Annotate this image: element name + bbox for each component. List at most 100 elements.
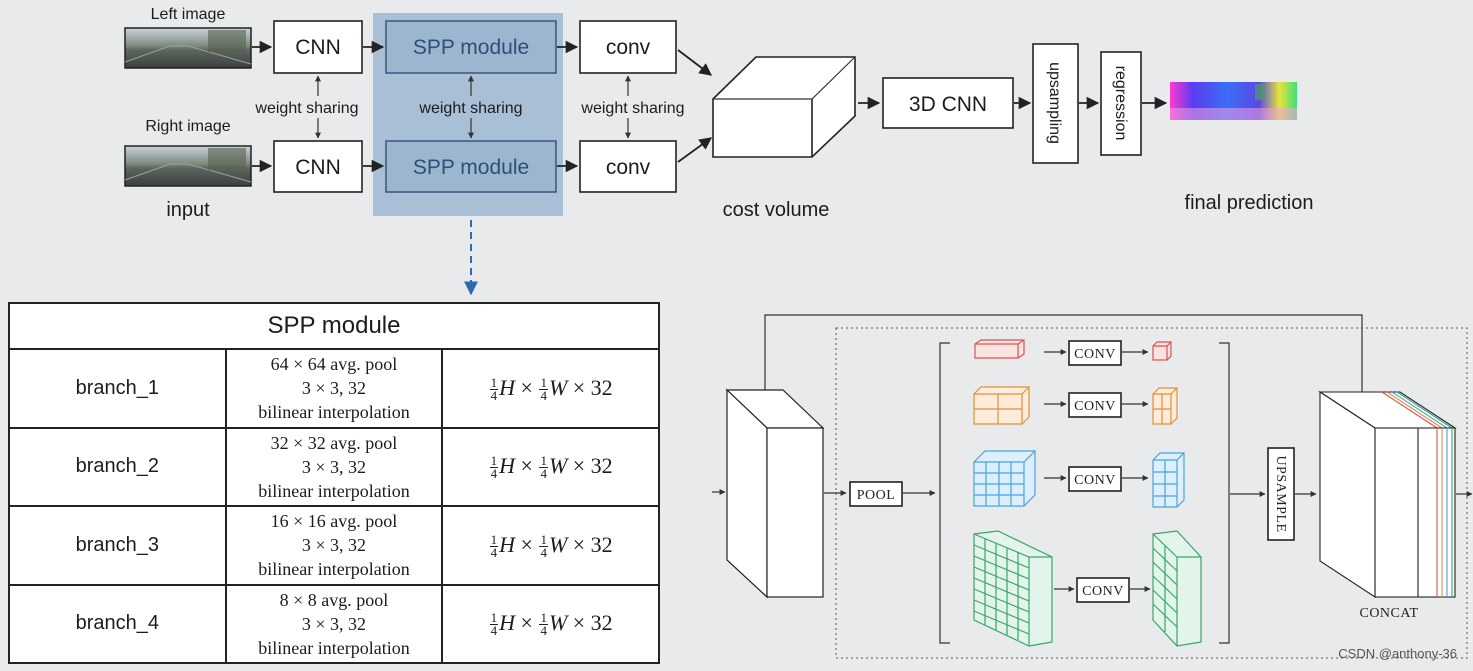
conv-label-branch-4: CONV <box>1082 584 1124 599</box>
branch-name: branch_1 <box>8 348 227 429</box>
pool-label: POOL <box>857 488 896 503</box>
cnn3d-block <box>882 77 1014 129</box>
conv-label-branch-1: CONV <box>1074 347 1116 362</box>
table-row: branch_3 16 × 16 avg. pool 3 × 3, 32 bil… <box>8 505 660 586</box>
spp-label-top: SPP module <box>413 36 529 59</box>
cnn-label-top: CNN <box>295 36 341 59</box>
cnn-block-top <box>273 20 363 74</box>
conv-op: 3 × 3, 32 <box>301 378 367 399</box>
pool-op: 64 × 64 avg. pool <box>270 354 398 375</box>
branch-ops: 64 × 64 avg. pool 3 × 3, 32 bilinear int… <box>224 348 444 429</box>
concat-label: CONCAT <box>1359 606 1418 621</box>
interp-op: bilinear interpolation <box>258 402 410 423</box>
upsampling-block <box>1032 43 1079 164</box>
conv-block-branch-1 <box>1068 340 1122 366</box>
regression-label: regression <box>1112 66 1129 141</box>
watermark: CSDN @anthony-36 <box>1338 646 1457 661</box>
conv-block-branch-2 <box>1068 392 1122 418</box>
pool-op: 16 × 16 avg. pool <box>270 511 398 532</box>
spp-table-title: SPP module <box>8 302 660 350</box>
cnn-label-bottom: CNN <box>295 156 341 179</box>
skip-connection <box>764 314 1365 409</box>
spp-label-bottom: SPP module <box>413 156 529 179</box>
conv-block-top <box>579 20 677 74</box>
weight-sharing-label-cnn: weight sharing <box>254 100 358 117</box>
branch-2-pooled <box>973 386 1030 425</box>
table-row: branch_4 8 × 8 avg. pool 3 × 3, 32 bilin… <box>8 583 660 664</box>
regression-block <box>1100 51 1142 156</box>
right-image-thumbnail <box>124 145 252 187</box>
table-row: branch_1 64 × 64 avg. pool 3 × 3, 32 bil… <box>8 348 660 429</box>
branch-1-output <box>1152 341 1172 361</box>
cost-volume-cube <box>712 56 856 158</box>
interp-op: bilinear interpolation <box>258 637 410 658</box>
conv-label-top: conv <box>606 36 651 59</box>
conv-label-branch-2: CONV <box>1074 399 1116 414</box>
spp-block-top <box>385 20 557 74</box>
interp-op: bilinear interpolation <box>258 559 410 580</box>
branch-3-output <box>1152 452 1185 508</box>
branch-2-output <box>1152 387 1178 425</box>
branch-1-pooled <box>974 339 1025 359</box>
branch-name: branch_3 <box>8 505 227 586</box>
branch-4-pooled <box>973 530 1053 647</box>
left-image-thumbnail <box>124 27 252 69</box>
final-prediction-map <box>1170 82 1297 120</box>
upsample-block <box>1267 447 1295 541</box>
input-feature-map <box>725 388 825 599</box>
upsampling-label: upsampling <box>1046 62 1063 144</box>
pool-op: 32 × 32 avg. pool <box>270 432 398 453</box>
pool-block <box>849 481 903 507</box>
conv-block-branch-3 <box>1068 466 1122 492</box>
spp-table-header-row: SPP module <box>8 302 660 350</box>
conv-op: 3 × 3, 32 <box>301 535 367 556</box>
weight-sharing-label-spp: weight sharing <box>418 100 522 117</box>
conv-op: 3 × 3, 32 <box>301 613 367 634</box>
branch-ops: 16 × 16 avg. pool 3 × 3, 32 bilinear int… <box>224 505 444 586</box>
pool-op: 8 × 8 avg. pool <box>279 589 389 610</box>
spp-block-bottom <box>385 140 557 193</box>
conv-label-branch-3: CONV <box>1074 473 1116 488</box>
conv-label-bottom: conv <box>606 156 651 179</box>
conv-block-branch-4 <box>1076 577 1130 603</box>
branch-ops: 32 × 32 avg. pool 3 × 3, 32 bilinear int… <box>224 426 444 507</box>
left-image-label: Left image <box>151 6 226 23</box>
cnn-block-bottom <box>273 140 363 193</box>
branch-bracket-left <box>939 342 950 644</box>
branch-4-output <box>1152 530 1202 647</box>
cost-volume-label: cost volume <box>723 199 830 221</box>
conv-block-bottom <box>579 140 677 193</box>
arrow-conv-bottom-to-cost <box>677 137 713 163</box>
branch-bracket-right <box>1219 342 1230 644</box>
arrow-conv-top-to-cost <box>677 49 713 76</box>
branch-3-pooled <box>973 450 1036 507</box>
concat-stack <box>1318 390 1457 599</box>
branch-ops: 8 × 8 avg. pool 3 × 3, 32 bilinear inter… <box>224 583 444 664</box>
right-image-label: Right image <box>145 118 230 135</box>
branch-name: branch_4 <box>8 583 227 664</box>
cnn3d-label: 3D CNN <box>909 93 987 116</box>
spp-module-table: SPP module branch_1 64 × 64 avg. pool 3 … <box>8 302 660 664</box>
conv-op: 3 × 3, 32 <box>301 456 367 477</box>
weight-sharing-label-conv: weight sharing <box>580 100 684 117</box>
upsample-label: UPSAMPLE <box>1273 455 1288 532</box>
input-label: input <box>166 199 210 221</box>
interp-op: bilinear interpolation <box>258 480 410 501</box>
final-prediction-label: final prediction <box>1185 192 1314 214</box>
branch-name: branch_2 <box>8 426 227 507</box>
table-row: branch_2 32 × 32 avg. pool 3 × 3, 32 bil… <box>8 426 660 507</box>
